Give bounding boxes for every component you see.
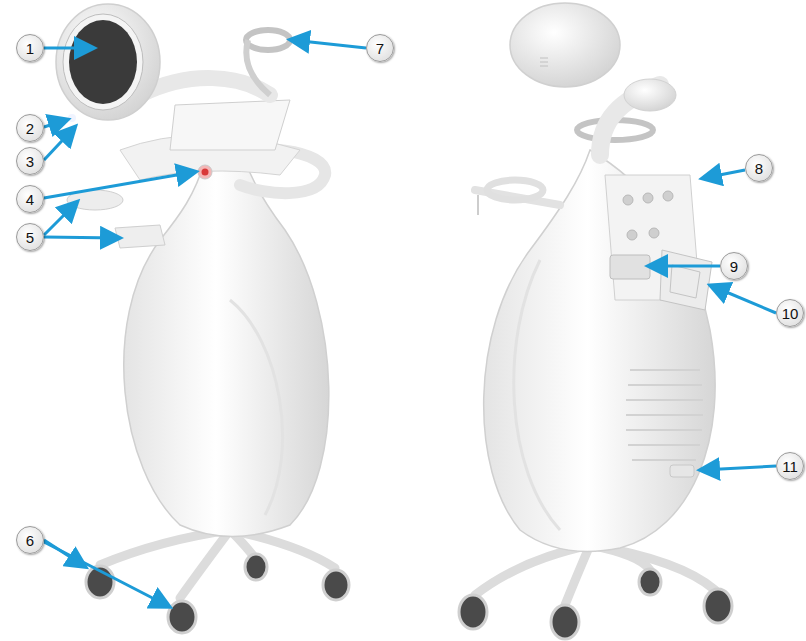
callout-number: 9 (720, 252, 748, 280)
callout-number: 4 (16, 185, 44, 213)
callout-number: 3 (16, 147, 44, 175)
callout-number: 11 (776, 452, 804, 480)
callout-number: 5 (16, 223, 44, 251)
callout-number: 10 (776, 299, 804, 327)
leader-arrows (44, 40, 776, 606)
callout-number: 1 (16, 34, 44, 62)
callout-number: 6 (16, 526, 44, 554)
rear-view (459, 3, 732, 639)
callout-number: 2 (16, 114, 44, 142)
callout-number: 8 (745, 154, 773, 182)
callout-number: 7 (366, 34, 394, 62)
front-view (56, 4, 349, 633)
